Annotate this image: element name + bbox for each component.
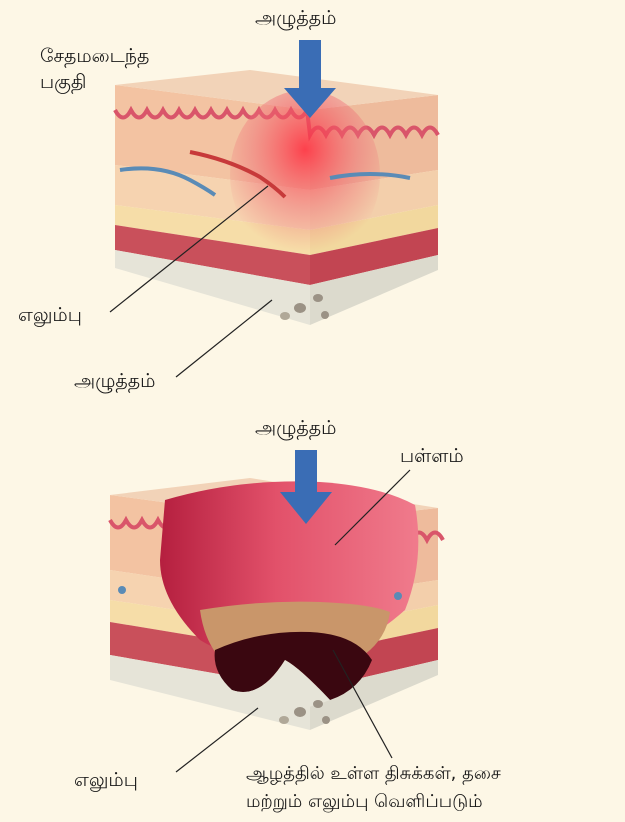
exposed-tissue-label-line1: ஆழத்தில் உள்ள திசுக்கள், தசை	[246, 762, 501, 786]
top-bone-pebble	[321, 311, 329, 319]
top-bone-label: எலும்பு	[18, 303, 82, 327]
bottom-bone-pebble	[313, 700, 323, 708]
top-bottom-pressure-label: அழுத்தம்	[74, 369, 155, 393]
exposed-tissue-label-line2: மற்றும் எலும்பு வெளிப்படும்	[246, 790, 483, 814]
bottom-vessel-dot	[394, 592, 402, 600]
bottom-vessel-dot	[118, 586, 126, 594]
top-bone-pebble	[313, 294, 323, 302]
damaged-area-label-line1: சேதமடைந்த	[40, 44, 149, 68]
top-pressure-leader	[176, 300, 272, 377]
crater-label: பள்ளம்	[400, 444, 464, 468]
top-tissue-block	[115, 70, 438, 325]
bottom-bone-pebble	[294, 707, 306, 717]
bottom-pressure-label: அழுத்தம்	[255, 416, 336, 440]
top-bone-pebble	[294, 303, 306, 313]
bottom-bone-label: எலும்பு	[74, 768, 138, 792]
damaged-area-label-line2: பகுதி	[40, 70, 86, 94]
bottom-bone-pebble	[279, 716, 289, 724]
top-pressure-label: அழுத்தம்	[255, 6, 336, 30]
bottom-tissue-block	[110, 478, 443, 730]
top-bone-pebble	[280, 312, 290, 320]
bottom-bone-pebble	[322, 716, 330, 724]
